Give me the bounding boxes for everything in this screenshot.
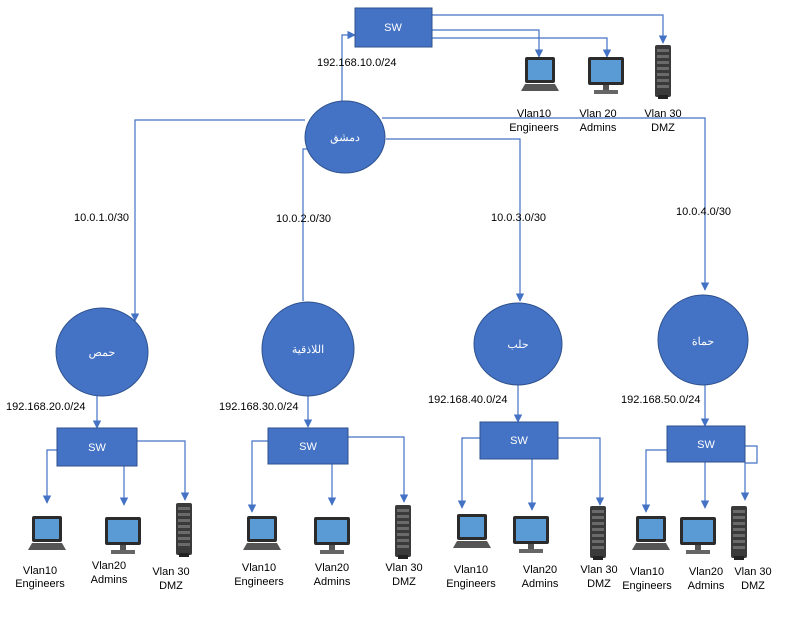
router-latakia[interactable]: اللاذقية: [261, 301, 355, 397]
homs-laptop-icon[interactable]: [28, 516, 66, 550]
latakia-monitor-icon[interactable]: [314, 517, 350, 554]
link-core-latakia: [302, 148, 310, 301]
core-network-label: 192.168.10.0/24: [317, 57, 397, 69]
hama-monitor-icon[interactable]: [680, 517, 716, 554]
homs-server-line2: DMZ: [159, 580, 183, 592]
switch-latakia[interactable]: SW: [267, 427, 349, 465]
homs-laptop-line1: Vlan10: [23, 565, 57, 577]
switch-hama[interactable]: SW: [666, 425, 746, 463]
link-core-switch-laptop: [432, 29, 544, 58]
connectors: [42, 14, 758, 513]
aleppo-server-line1: Vlan 30: [580, 564, 617, 576]
aleppo-server-line2: DMZ: [587, 578, 611, 590]
core-router-label: دمشق: [330, 132, 360, 144]
homs-server-line1: Vlan 30: [152, 566, 189, 578]
link-core-aleppo: [386, 138, 525, 302]
core-server-line2: DMZ: [651, 122, 675, 134]
router-aleppo-label: حلب: [507, 339, 528, 351]
core-laptop-line1: Vlan10: [517, 108, 551, 120]
aleppo-laptop-icon[interactable]: [453, 514, 491, 548]
core-switch[interactable]: SW: [354, 7, 433, 48]
core-monitor-icon[interactable]: [588, 57, 624, 94]
link-hama-sw-server: [740, 445, 758, 501]
link-aleppo-sw-laptop: [457, 437, 480, 509]
switch-homs-label: SW: [88, 442, 106, 454]
link-homs-sw-server: [137, 440, 190, 501]
aleppo-server-icon[interactable]: [590, 506, 606, 560]
latakia-server-line1: Vlan 30: [385, 562, 422, 574]
router-homs-label: حمص: [89, 347, 116, 359]
switch-homs[interactable]: SW: [56, 427, 138, 467]
hama-server-line1: Vlan 30: [734, 566, 771, 578]
link-homs-sw-laptop: [42, 449, 57, 504]
latakia-monitor-line2: Admins: [314, 576, 351, 588]
link-aleppo-label: 10.0.3.0/30: [491, 212, 546, 224]
homs-monitor-line2: Admins: [91, 574, 128, 586]
link-core-switch-monitor: [432, 37, 612, 58]
network-homs-label: 192.168.20.0/24: [6, 401, 86, 413]
core-server-icon[interactable]: [655, 45, 671, 99]
hama-laptop-line2: Engineers: [622, 580, 672, 592]
homs-monitor-line1: Vlan20: [92, 560, 126, 572]
aleppo-laptop-line2: Engineers: [446, 578, 496, 590]
core-laptop-line2: Engineers: [509, 122, 559, 134]
link-latakia-label: 10.0.2.0/30: [276, 213, 331, 225]
network-aleppo-label: 192.168.40.0/24: [428, 394, 508, 406]
core-monitor-line2: Admins: [580, 122, 617, 134]
homs-server-icon[interactable]: [176, 503, 192, 557]
link-hama-sw-laptop: [641, 449, 667, 513]
link-aleppo-sw-server: [558, 437, 605, 506]
switch-latakia-label: SW: [299, 441, 317, 453]
aleppo-monitor-icon[interactable]: [513, 516, 549, 553]
aleppo-laptop-line1: Vlan10: [454, 564, 488, 576]
latakia-laptop-line1: Vlan10: [242, 562, 276, 574]
network-latakia-label: 192.168.30.0/24: [219, 401, 299, 413]
router-homs[interactable]: حمص: [55, 307, 149, 397]
hama-server-line2: DMZ: [741, 580, 765, 592]
switch-aleppo[interactable]: SW: [479, 421, 559, 460]
switch-aleppo-label: SW: [510, 435, 528, 447]
core-server-line1: Vlan 30: [644, 108, 681, 120]
homs-laptop-line2: Engineers: [15, 578, 65, 590]
link-core-hama: [382, 117, 710, 291]
network-hama-label: 192.168.50.0/24: [621, 394, 701, 406]
aleppo-monitor-line1: Vlan20: [523, 564, 557, 576]
hama-laptop-line1: Vlan10: [630, 566, 664, 578]
switch-hama-label: SW: [697, 439, 715, 451]
link-core-homs: [130, 119, 305, 322]
latakia-monitor-line1: Vlan20: [315, 562, 349, 574]
hama-server-icon[interactable]: [731, 506, 747, 560]
core-switch-label: SW: [384, 22, 402, 34]
devices: [28, 45, 747, 560]
link-latakia-sw-server: [348, 436, 409, 503]
aleppo-monitor-line2: Admins: [522, 578, 559, 590]
core-router[interactable]: دمشق: [304, 100, 386, 174]
link-core-router-switch: [341, 30, 356, 108]
latakia-server-line2: DMZ: [392, 576, 416, 588]
latakia-laptop-line2: Engineers: [234, 576, 284, 588]
router-hama[interactable]: حماة: [657, 294, 749, 386]
router-aleppo[interactable]: حلب: [473, 302, 563, 386]
link-core-switch-server: [432, 14, 668, 44]
link-latakia-sw-laptop: [247, 440, 268, 513]
latakia-server-icon[interactable]: [395, 505, 411, 559]
core-monitor-line1: Vlan 20: [579, 108, 616, 120]
hama-monitor-line2: Admins: [688, 580, 725, 592]
router-latakia-label: اللاذقية: [292, 344, 324, 356]
router-hama-label: حماة: [692, 336, 714, 348]
link-hama-label: 10.0.4.0/30: [676, 206, 731, 218]
hama-monitor-line1: Vlan20: [689, 566, 723, 578]
latakia-laptop-icon[interactable]: [243, 516, 281, 550]
homs-monitor-icon[interactable]: [105, 517, 141, 554]
core-laptop-icon[interactable]: [521, 57, 559, 91]
link-homs-label: 10.0.1.0/30: [74, 212, 129, 224]
hama-laptop-icon[interactable]: [632, 516, 670, 550]
